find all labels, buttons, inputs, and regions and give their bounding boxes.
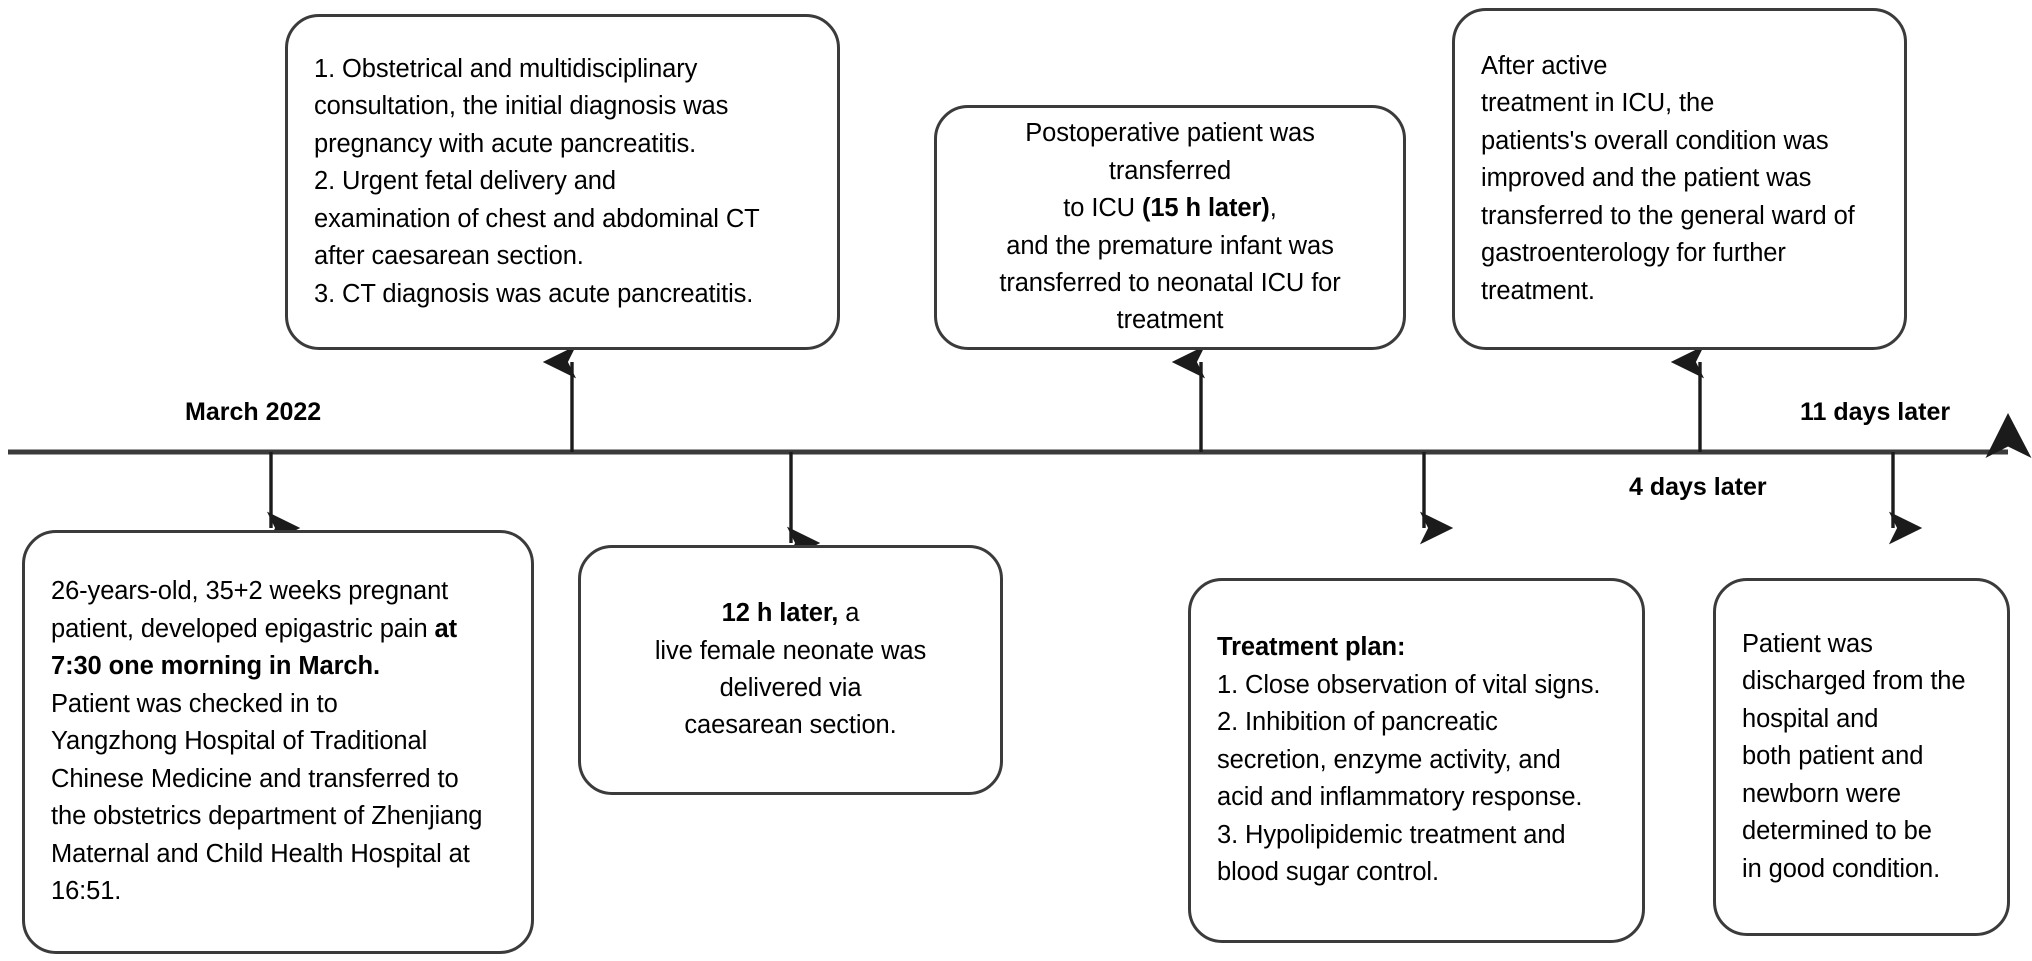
text-line: 3. CT diagnosis was acute pancreatitis. bbox=[314, 279, 754, 308]
text-line: determined to be bbox=[1742, 817, 1932, 846]
text-line: blood sugar control. bbox=[1217, 858, 1439, 887]
event-text-icu-transfer: Postoperative patient was transferred to I… bbox=[937, 115, 1403, 340]
text-line: live female neonate was bbox=[654, 636, 927, 665]
text-line: 16:51. bbox=[51, 877, 122, 906]
text-line: newborn were bbox=[1742, 779, 1901, 808]
text-line: patients's overall condition was bbox=[1481, 126, 1829, 155]
text-line: secretion, enzyme activity, and bbox=[1217, 745, 1561, 774]
text-line: discharged from the bbox=[1742, 667, 1966, 696]
text-line: improved and the patient was bbox=[1481, 164, 1812, 193]
text-line: Patient was bbox=[1742, 629, 1873, 658]
text-line: Postoperative patient was bbox=[1025, 119, 1315, 148]
text-line: delivered via bbox=[719, 674, 862, 702]
text-line: acid and inflammatory response. bbox=[1217, 783, 1583, 812]
text-line: the obstetrics department of Zhenjiang bbox=[51, 802, 483, 831]
event-text-admission: 26-years-old, 35+2 weeks pregnant patient… bbox=[25, 573, 531, 910]
text-line: treatment bbox=[1116, 306, 1224, 335]
text-line: in good condition. bbox=[1742, 854, 1941, 883]
text-line: Maternal and Child Health Hospital at bbox=[51, 839, 470, 868]
event-box-admission[interactable]: 26-years-old, 35+2 weeks pregnant patient… bbox=[22, 530, 534, 954]
text-line: 1. Obstetrical and multidisciplinary bbox=[314, 54, 698, 83]
text-line: treatment. bbox=[1481, 276, 1595, 305]
text-line: consultation, the initial diagnosis was bbox=[314, 92, 729, 121]
text-line: 12 h later, a bbox=[721, 599, 860, 628]
text-line: 2. Inhibition of pancreatic bbox=[1217, 708, 1498, 737]
text-line: 26-years-old, 35+2 weeks pregnant bbox=[51, 577, 449, 606]
text-line: transferred to neonatal ICU for bbox=[999, 268, 1341, 297]
event-box-treatment-plan[interactable]: Treatment plan: 1. Close observation of v… bbox=[1188, 578, 1645, 943]
text-line: pregnancy with acute pancreatitis. bbox=[314, 129, 697, 158]
event-text-consultation-diagnosis: 1. Obstetrical and multidisciplinary cons… bbox=[288, 51, 837, 313]
event-text-delivery: 12 h later, a live female neonate was deli… bbox=[581, 595, 1000, 745]
event-box-delivery[interactable]: 12 h later, a live female neonate was deli… bbox=[578, 545, 1003, 795]
text-line: both patient and bbox=[1742, 742, 1924, 771]
text-line: hospital and bbox=[1742, 704, 1879, 733]
axis-label-11-days-later: 11 days later bbox=[1800, 398, 1951, 426]
text-line: after caesarean section. bbox=[314, 242, 584, 271]
text-line: Yangzhong Hospital of Traditional bbox=[51, 727, 428, 756]
text-line: caesarean section. bbox=[684, 711, 897, 740]
event-text-general-ward-transfer: After active treatment in ICU, the patient… bbox=[1455, 48, 1904, 310]
text-line: 2. Urgent fetal delivery and bbox=[314, 167, 616, 196]
text-line: to ICU (15 h later), bbox=[1063, 194, 1277, 223]
text-line: transferred to the general ward of bbox=[1481, 201, 1855, 230]
text-line: 1. Close observation of vital signs. bbox=[1217, 670, 1601, 699]
text-line: examination of chest and abdominal CT bbox=[314, 204, 760, 233]
text-line: patient, developed epigastric pain at bbox=[51, 614, 458, 643]
event-box-general-ward-transfer[interactable]: After active treatment in ICU, the patient… bbox=[1452, 8, 1907, 350]
axis-label-4-days-later: 4 days later bbox=[1629, 473, 1767, 501]
text-line: After active bbox=[1481, 51, 1608, 80]
event-box-consultation-diagnosis[interactable]: 1. Obstetrical and multidisciplinary cons… bbox=[285, 14, 840, 350]
event-box-discharge[interactable]: Patient was discharged from the hospital a… bbox=[1713, 578, 2010, 936]
text-line: Treatment plan: bbox=[1217, 633, 1406, 662]
event-box-icu-transfer[interactable]: Postoperative patient was transferred to I… bbox=[934, 105, 1406, 350]
text-line: and the premature infant was bbox=[1006, 231, 1334, 260]
text-line: Chinese Medicine and transferred to bbox=[51, 764, 459, 793]
text-line: 3. Hypolipidemic treatment and bbox=[1217, 820, 1566, 849]
axis-label-march-2022: March 2022 bbox=[185, 398, 322, 426]
event-text-treatment-plan: Treatment plan: 1. Close observation of v… bbox=[1191, 629, 1642, 891]
text-line: gastroenterology for further bbox=[1481, 239, 1786, 268]
text-line: Patient was checked in to bbox=[51, 689, 338, 718]
text-line: 7:30 one morning in March. bbox=[51, 652, 380, 681]
text-line: transferred bbox=[1108, 156, 1232, 185]
event-text-discharge: Patient was discharged from the hospital a… bbox=[1716, 626, 2007, 888]
text-line: treatment in ICU, the bbox=[1481, 89, 1715, 118]
